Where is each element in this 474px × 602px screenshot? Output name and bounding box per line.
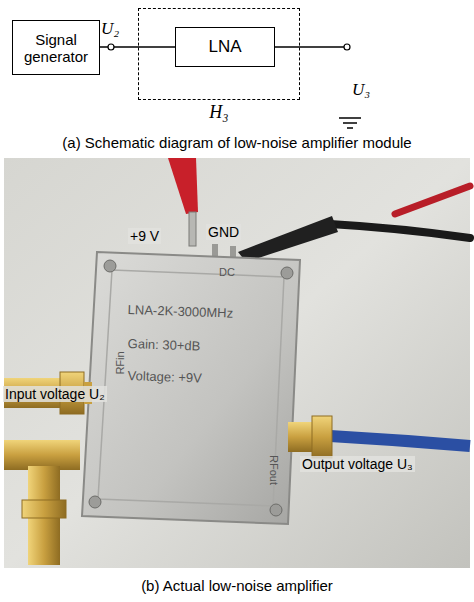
engraved-text: Voltage: +9V — [127, 368, 202, 386]
signal-name: U₃ — [352, 80, 370, 100]
ground-symbol — [343, 122, 357, 124]
pin-name: +9 V — [128, 228, 161, 244]
black-clip — [238, 216, 338, 262]
figure-caption: (b) Actual low-noise amplifier — [0, 577, 474, 594]
red-wire — [395, 186, 470, 214]
module-boundary: H₃LNA — [138, 8, 300, 100]
ground-symbol — [339, 117, 361, 119]
engraved-text: RFout — [268, 455, 280, 485]
blue-cable — [330, 436, 470, 446]
lna-box: LNA — [175, 27, 275, 67]
sma-connector — [288, 422, 314, 452]
signal-name: Input voltage U₂ — [3, 386, 107, 402]
screw — [104, 260, 116, 272]
screw — [270, 504, 282, 516]
black-wire — [330, 224, 470, 238]
engraved-text: DC — [219, 266, 235, 278]
screw — [281, 267, 293, 279]
signal-generator-box: Signal generator — [12, 20, 100, 75]
pin-name: GND — [206, 224, 241, 240]
terminal — [344, 44, 350, 50]
red-clip — [168, 158, 198, 214]
tee-nut — [22, 500, 66, 518]
amplifier-housing — [82, 252, 300, 524]
sma-nut — [312, 416, 332, 458]
signal-name: U₂ — [101, 19, 119, 39]
box-label: Signal generator — [17, 31, 95, 65]
photo-background — [4, 158, 470, 568]
tee-adapter — [4, 440, 80, 470]
terminal — [108, 44, 114, 50]
signal-name: Output voltage U₃ — [300, 456, 415, 472]
box-label: LNA — [208, 37, 241, 57]
figure-caption: (a) Schematic diagram of low-noise ampli… — [0, 134, 474, 151]
screw — [89, 496, 101, 508]
output-wire — [275, 46, 344, 48]
clip-jaw — [189, 212, 196, 246]
housing-recess — [98, 270, 284, 506]
ground-symbol — [347, 127, 353, 129]
engraved-text: Gain: 30+dB — [127, 336, 200, 354]
block-name: H₃ — [139, 102, 299, 123]
engraved-text: RFin — [114, 351, 126, 374]
